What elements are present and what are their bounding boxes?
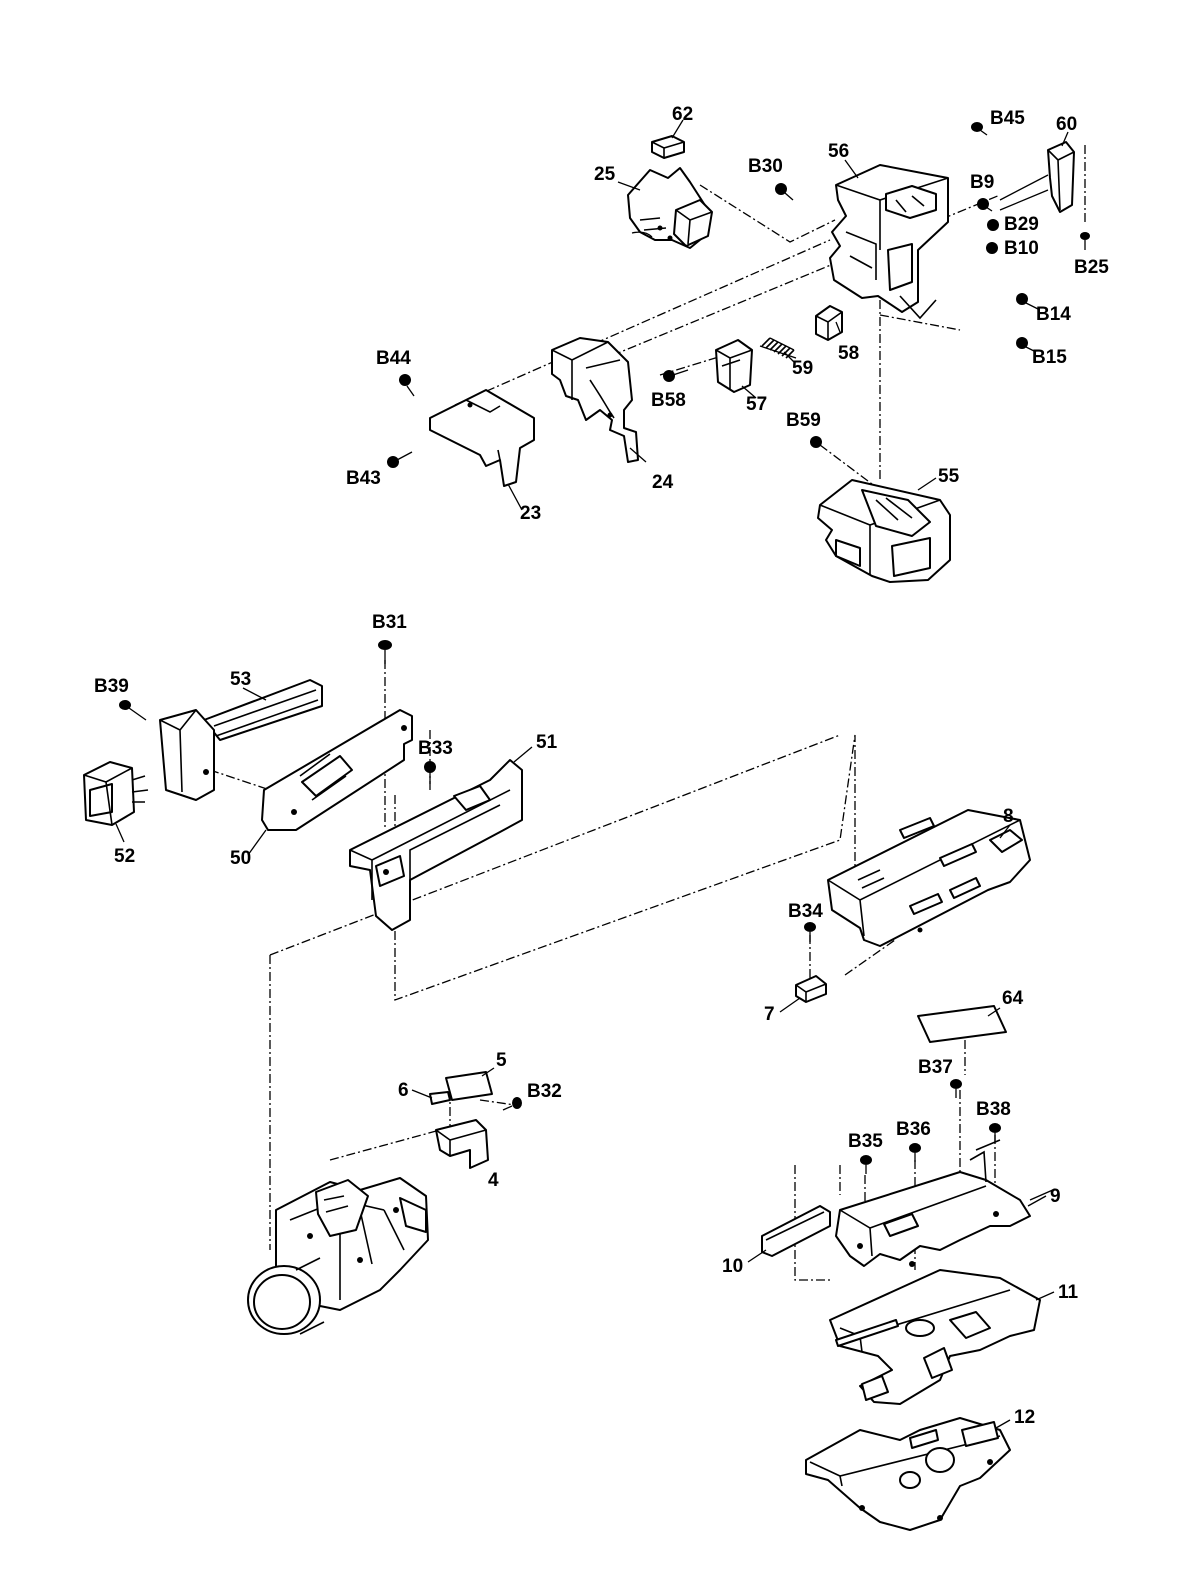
part-58 (815, 305, 843, 341)
screw-B32 (502, 1097, 522, 1111)
label-B38: B38 (976, 1099, 1011, 1120)
label-B25: B25 (1074, 257, 1109, 278)
label-B45: B45 (990, 108, 1025, 129)
screw-B35 (860, 1155, 872, 1174)
part-7 (795, 975, 827, 1003)
label-10: 10 (722, 1256, 743, 1277)
part-12 (805, 1417, 1011, 1531)
screw-B59 (810, 436, 822, 448)
label-55: 55 (938, 466, 960, 487)
part-4 (435, 1119, 489, 1169)
label-24: 24 (652, 472, 674, 493)
part-24 (551, 337, 639, 463)
part-9 (835, 1139, 1031, 1267)
screws (119, 122, 1090, 1174)
part-57 (715, 339, 753, 393)
label-11: 11 (1058, 1282, 1079, 1303)
label-50: 50 (230, 848, 251, 869)
label-B36: B36 (896, 1119, 931, 1140)
label-B35: B35 (848, 1131, 883, 1152)
part-10 (761, 1205, 831, 1257)
label-B58: B58 (651, 390, 686, 411)
part-labels: 62 25 56 60 24 23 57 58 59 55 53 52 50 5… (94, 104, 1109, 1428)
label-B33: B33 (418, 738, 453, 759)
screw-B44 (399, 374, 415, 397)
label-B15: B15 (1032, 347, 1067, 368)
label-5: 5 (496, 1050, 507, 1071)
part-52 (83, 761, 149, 826)
label-B29: B29 (1004, 214, 1039, 235)
part-51 (349, 759, 523, 931)
label-51: 51 (536, 732, 558, 753)
label-B9: B9 (970, 172, 994, 193)
part-6 (429, 1091, 451, 1105)
screw-B58 (663, 369, 689, 382)
label-B32: B32 (527, 1081, 562, 1102)
screw-B36 (909, 1143, 921, 1162)
label-56: 56 (828, 141, 849, 162)
lens-assembly (247, 1177, 429, 1335)
screw-B10 (986, 242, 998, 254)
label-4: 4 (488, 1170, 499, 1191)
screw-B29 (987, 219, 999, 231)
screw-B45 (971, 122, 988, 136)
label-53: 53 (230, 669, 251, 690)
label-25: 25 (594, 164, 616, 185)
screw-B37 (950, 1079, 962, 1098)
part-23 (429, 389, 535, 487)
part-11 (829, 1269, 1041, 1405)
part-55 (817, 479, 951, 583)
part-53 (203, 679, 323, 741)
label-23: 23 (520, 503, 541, 524)
label-B43: B43 (346, 468, 381, 489)
assembly-guide-lines (209, 145, 1086, 1281)
label-B39: B39 (94, 676, 129, 697)
part-60 (999, 141, 1075, 213)
part-25 (627, 167, 713, 249)
screw-B33 (424, 761, 436, 784)
label-52: 52 (114, 846, 135, 867)
label-8: 8 (1003, 806, 1014, 827)
label-B14: B14 (1036, 304, 1071, 325)
label-B34: B34 (788, 901, 823, 922)
screw-B31 (378, 640, 392, 664)
label-9: 9 (1050, 1186, 1061, 1207)
label-6: 6 (398, 1080, 409, 1101)
label-B44: B44 (376, 348, 411, 369)
label-leader-lines (115, 119, 1069, 1429)
label-7: 7 (764, 1004, 775, 1025)
label-12: 12 (1014, 1407, 1035, 1428)
label-62: 62 (672, 104, 693, 125)
label-57: 57 (746, 394, 767, 415)
label-B30: B30 (748, 156, 783, 177)
screw-B9 (977, 198, 993, 212)
screw-B38 (989, 1123, 1001, 1142)
label-60: 60 (1056, 114, 1077, 135)
screw-B39 (119, 700, 147, 721)
screw-B30 (775, 183, 794, 201)
part-56 (829, 164, 949, 320)
label-B31: B31 (372, 612, 407, 633)
label-58: 58 (838, 343, 859, 364)
part-50 (261, 709, 413, 831)
part-5 (445, 1071, 493, 1101)
label-B10: B10 (1004, 238, 1039, 259)
part-62 (651, 135, 685, 159)
label-64: 64 (1002, 988, 1024, 1009)
label-B59: B59 (786, 410, 821, 431)
label-59: 59 (792, 358, 813, 379)
screw-B34 (804, 922, 816, 942)
screw-B25 (1080, 232, 1090, 250)
part-8 (827, 809, 1031, 947)
part-hinge-bracket (159, 709, 215, 801)
part-59 (759, 337, 797, 359)
part-64 (917, 1005, 1007, 1043)
screw-B43 (387, 451, 413, 468)
label-B37: B37 (918, 1057, 953, 1078)
